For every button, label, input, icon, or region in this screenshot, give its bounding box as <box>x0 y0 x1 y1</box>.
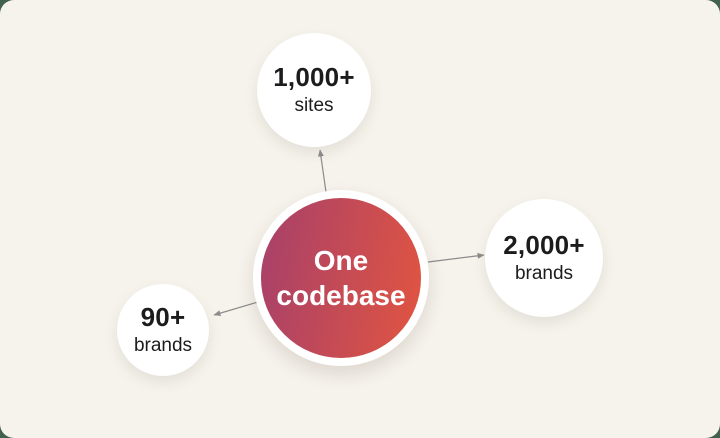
center-node: One codebase <box>253 190 429 366</box>
node-brands-2000: 2,000+ brands <box>485 199 603 317</box>
center-node-label: One codebase <box>276 245 406 311</box>
node-brands-2000-value: 2,000+ <box>503 230 585 261</box>
arrow-to-brands-90 <box>213 301 259 317</box>
node-sites: 1,000+ sites <box>257 33 371 147</box>
node-brands-90-label: brands <box>133 335 193 357</box>
node-brands-2000-label: brands <box>514 263 574 285</box>
node-brands-90: 90+ brands <box>117 284 209 376</box>
node-sites-value: 1,000+ <box>273 62 355 93</box>
node-sites-label: sites <box>294 95 334 117</box>
arrow-to-brands-2000 <box>427 252 485 263</box>
node-brands-90-value: 90+ <box>140 302 186 333</box>
arrow-to-sites <box>317 149 327 193</box>
